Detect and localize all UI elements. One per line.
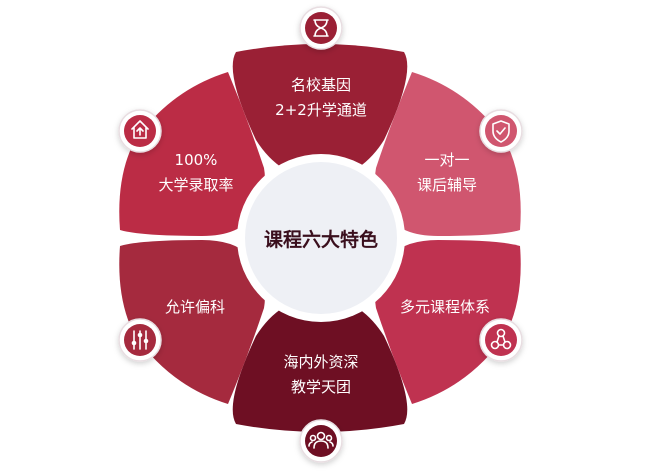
petal-lower-right-shape: [375, 240, 521, 404]
petal-bottom-line-2: 教学天团: [291, 378, 351, 396]
petal-upper-right: 一对一 课后辅导: [375, 72, 521, 236]
petal-lower-left-shape: [119, 240, 265, 404]
petal-top: 名校基因 2+2升学通道: [232, 44, 408, 180]
badge-upper-left: [118, 109, 162, 153]
petal-bottom: 海内外资深 教学天团: [232, 296, 408, 432]
petal-top-line-1: 名校基因: [291, 76, 351, 94]
badge-upper-right: [479, 109, 523, 153]
team-icon: [308, 431, 334, 449]
upload-house-icon: [131, 120, 149, 139]
badge-lower-right: [479, 318, 523, 362]
badge-lower-left: [118, 318, 162, 362]
petal-lower-left: 允许偏科: [119, 240, 265, 404]
petal-upper-left: 100% 大学录取率: [119, 72, 265, 236]
hourglass-icon: [313, 19, 329, 37]
petal-upper-right-line-1: 一对一: [424, 151, 469, 169]
petal-upper-right-line-2: 课后辅导: [417, 176, 477, 194]
center-disc: [245, 162, 397, 314]
petal-upper-left-line-1: 100%: [175, 151, 218, 169]
petal-lower-right: 多元课程体系: [375, 240, 521, 404]
network-icon: [490, 328, 512, 350]
center-title: 课程六大特色: [264, 228, 378, 251]
badge-top: [299, 6, 343, 50]
petal-lower-right-line-1: 多元课程体系: [400, 298, 490, 316]
petal-upper-left-shape: [119, 72, 265, 236]
shield-check-icon: [492, 120, 510, 143]
center-hub: 课程六大特色: [237, 154, 405, 322]
petal-bottom-shape: [232, 296, 408, 432]
badge-bottom: [299, 419, 343, 463]
petal-top-shape: [232, 44, 408, 180]
petal-bottom-line-1: 海内外资深: [283, 353, 358, 371]
petal-top-line-2: 2+2升学通道: [275, 101, 367, 119]
petal-upper-left-line-2: 大学录取率: [158, 176, 233, 194]
sliders-icon: [131, 330, 149, 350]
petal-upper-right-shape: [375, 72, 521, 236]
petal-lower-left-line-1: 允许偏科: [165, 298, 225, 316]
